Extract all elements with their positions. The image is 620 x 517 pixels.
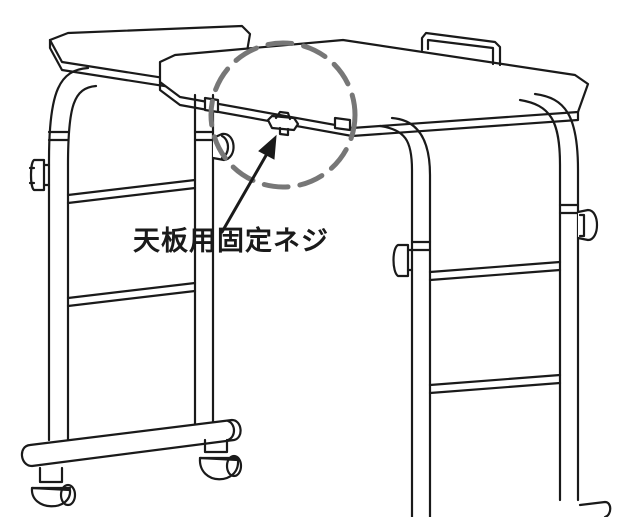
tabletop [48, 24, 590, 138]
screw-highlight-circle [208, 40, 358, 190]
tabletop-handle [420, 31, 502, 67]
left-base-tube [20, 418, 242, 468]
left-frame [20, 66, 243, 508]
left-front-caster [30, 466, 77, 508]
tabletop-fixing-screw [266, 110, 300, 137]
right-rear-knob [576, 208, 599, 242]
left-rear-caster [198, 438, 243, 481]
callout-arrow [220, 134, 277, 234]
right-front-knob [392, 243, 410, 278]
left-outer-knob [29, 158, 46, 192]
tabletop-fixing-screw-label: 天板用固定ネジ [133, 226, 329, 257]
right-frame [378, 92, 612, 517]
